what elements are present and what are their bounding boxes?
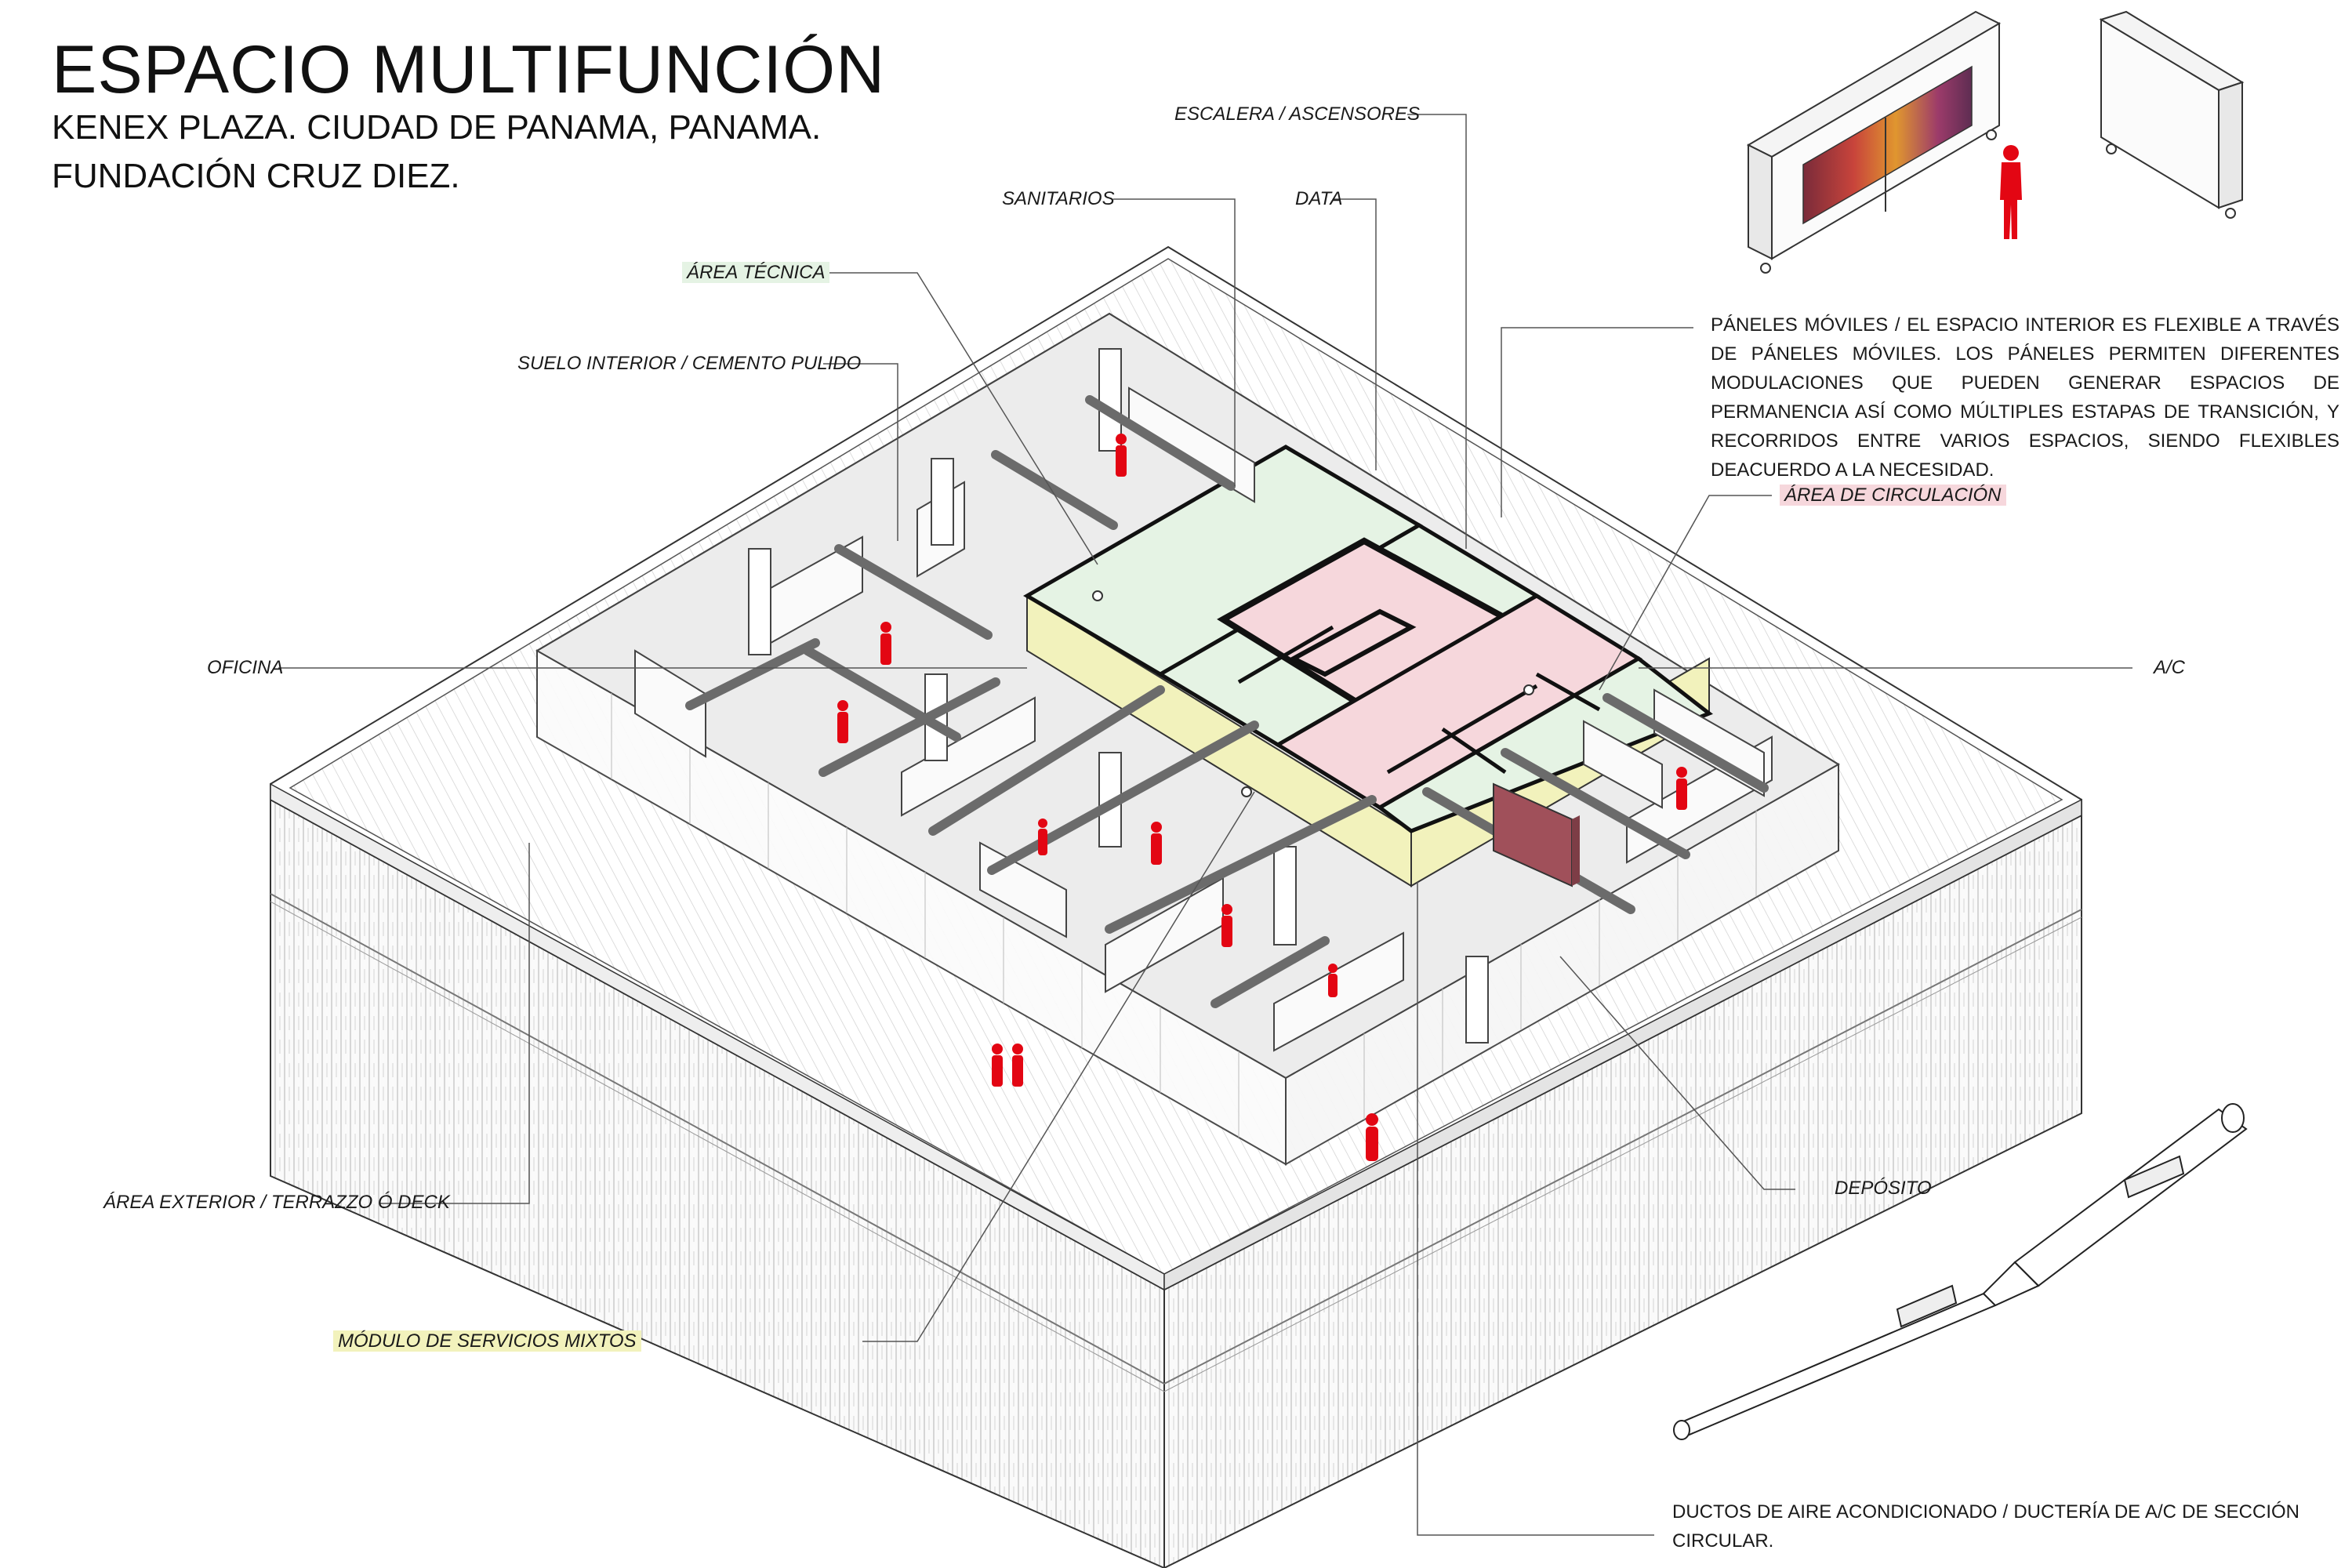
note-paneles-moviles: PÁNELES MÓVILES / EL ESPACIO INTERIOR ES… (1711, 314, 2339, 481)
label-area-circulacion: ÁREA DE CIRCULACIÓN (1780, 485, 2006, 506)
back-walls (536, 312, 1839, 765)
page-title: ESPACIO MULTIFUNCIÓN (52, 32, 886, 107)
label-oficina: OFICINA (207, 657, 284, 678)
service-core (1023, 445, 1713, 887)
people-figures (837, 434, 1687, 1161)
label-modulo-text: MÓDULO DE SERVICIOS MIXTOS (333, 1330, 641, 1352)
art-panel (1493, 782, 1580, 887)
duct-detail (1673, 1103, 2248, 1440)
label-deposito: DEPÓSITO (1835, 1178, 1932, 1199)
glass-perimeter-walls (536, 649, 1839, 1166)
label-area-exterior: ÁREA EXTERIOR / TERRAZZO Ó DECK (103, 1192, 450, 1213)
label-area-circulacion-text: ÁREA DE CIRCULACIÓN (1780, 485, 2006, 506)
label-escalera: ESCALERA / ASCENSORES (1174, 103, 1420, 125)
leader-lines (278, 114, 2132, 1536)
subtitle-location: KENEX PLAZA. CIUDAD DE PANAMA, PANAMA. (52, 108, 822, 147)
label-area-tecnica-text: ÁREA TÉCNICA (682, 262, 830, 283)
label-modulo: MÓDULO DE SERVICIOS MIXTOS (333, 1330, 641, 1352)
movable-panel-detail (1746, 10, 2245, 274)
label-sanitarios: SANITARIOS (1002, 188, 1115, 209)
ac-ducts (685, 395, 1769, 1008)
label-area-tecnica: ÁREA TÉCNICA (682, 262, 830, 284)
label-ac: A/C (2154, 657, 2186, 678)
note-ductos: DUCTOS DE AIRE ACONDICIONADO / DUCTERÍA … (1672, 1501, 2299, 1552)
subtitle-foundation: FUNDACIÓN CRUZ DIEZ. (52, 157, 460, 195)
label-data: DATA (1295, 188, 1343, 209)
label-suelo: SUELO INTERIOR / CEMENTO PULIDO (517, 353, 862, 374)
